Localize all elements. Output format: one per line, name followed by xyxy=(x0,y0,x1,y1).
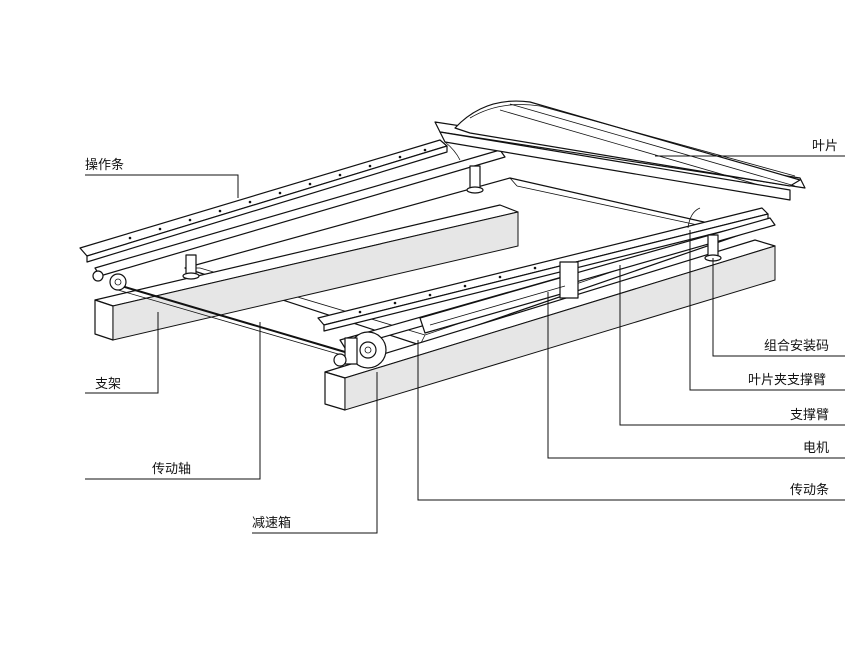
leader-bracket xyxy=(85,312,159,394)
leader-operating-bar xyxy=(85,174,239,198)
right-bar-holes xyxy=(358,266,537,314)
leader-drive-bar xyxy=(417,340,845,501)
leader-gearbox xyxy=(252,372,378,534)
label-operating-bar: 操作条 xyxy=(85,157,124,173)
leader-drive-shaft xyxy=(85,322,261,480)
label-motor: 电机 xyxy=(803,441,829,456)
leader-support-arm xyxy=(619,265,845,426)
gearbox-right xyxy=(333,331,387,369)
right-support-beam xyxy=(324,239,776,411)
label-blade: 叶片 xyxy=(812,139,838,154)
labels: 叶片 操作条 组合安装码 叶片夹支撑臂 支撑臂 支架 电机 传动轴 传动条 减速… xyxy=(85,139,838,531)
gearbox-left xyxy=(92,270,127,291)
label-support-arm: 支撑臂 xyxy=(790,408,829,423)
label-gearbox: 减速箱 xyxy=(252,515,291,531)
operating-bar-holes xyxy=(128,148,427,240)
left-operating-bar xyxy=(79,139,506,277)
left-support-beam xyxy=(94,204,519,341)
label-bracket: 支架 xyxy=(95,377,121,392)
label-assembly-code: 组合安装码 xyxy=(764,339,829,354)
label-drive-bar: 传动条 xyxy=(790,482,829,498)
motor xyxy=(419,261,579,334)
leader-motor xyxy=(547,292,845,459)
label-blade-clip-support-arm: 叶片夹支撑臂 xyxy=(748,373,826,388)
drive-shaft xyxy=(117,284,346,357)
leader-assembly-code xyxy=(712,258,845,357)
leader-lines xyxy=(85,155,845,534)
label-drive-shaft: 传动轴 xyxy=(152,462,191,477)
leader-blade-clip-support-arm xyxy=(689,230,845,391)
blades xyxy=(434,100,806,229)
